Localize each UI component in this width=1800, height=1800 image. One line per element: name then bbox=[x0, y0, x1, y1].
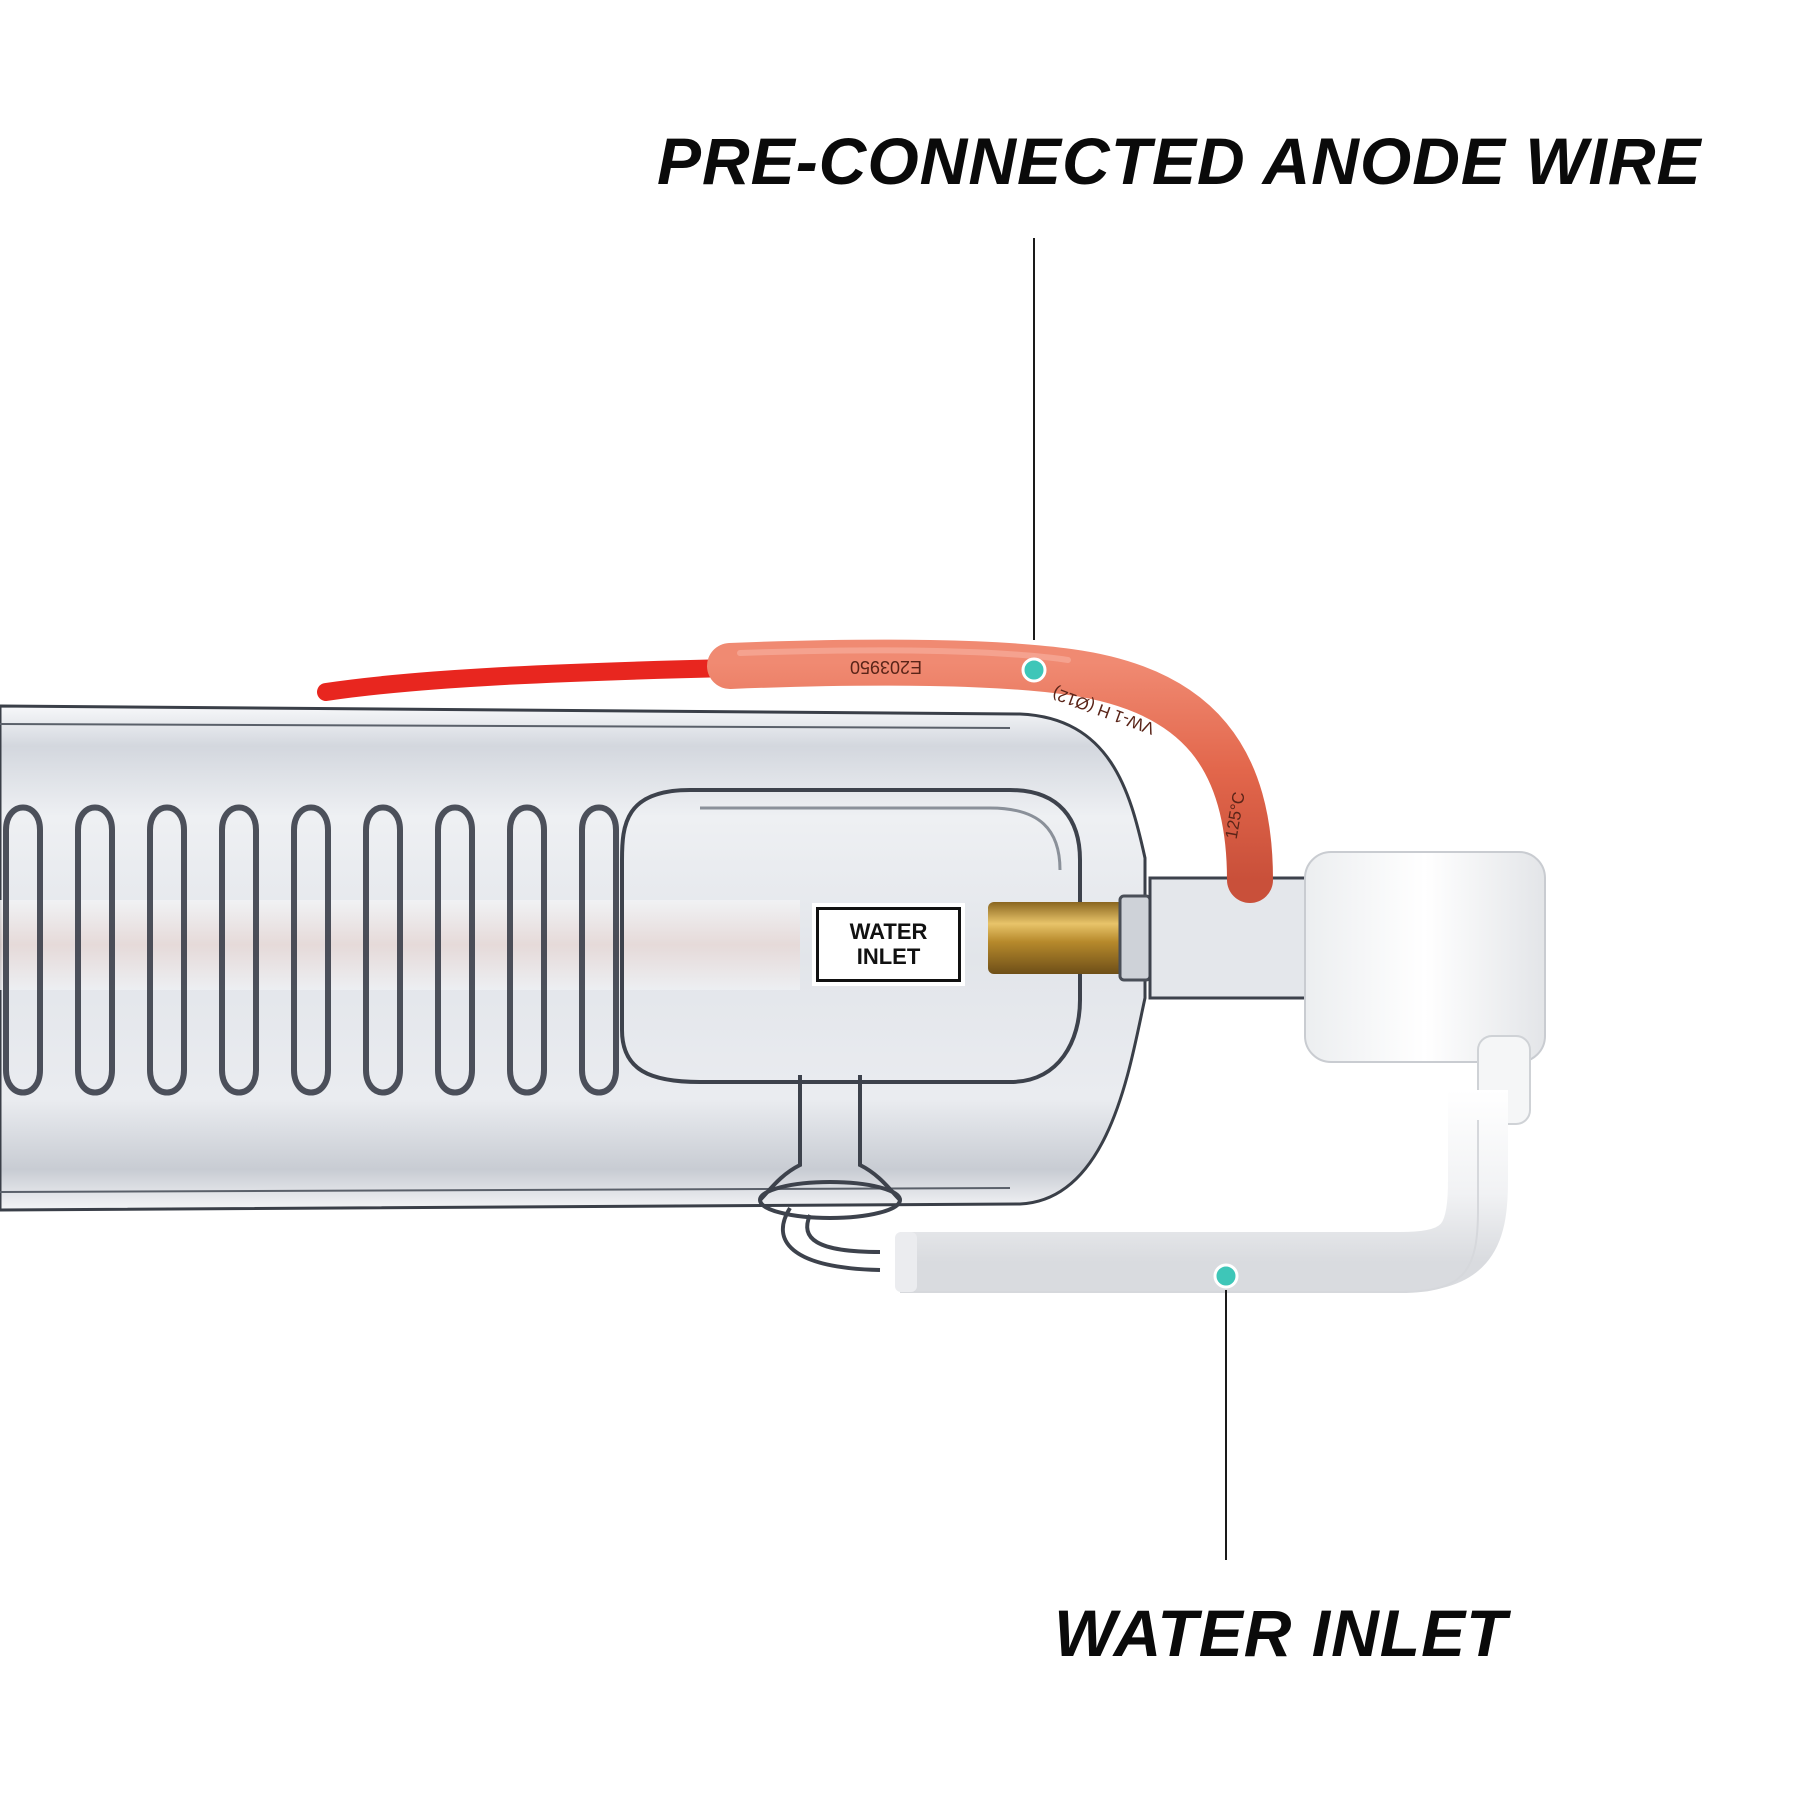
coil-loop bbox=[507, 804, 547, 1096]
cable-print-1: E203950 bbox=[850, 657, 922, 677]
coil-loop bbox=[363, 804, 403, 1096]
cooling-coil bbox=[2, 804, 619, 1096]
brass-electrode bbox=[988, 902, 1128, 974]
end-cap bbox=[1304, 851, 1546, 1063]
sticker-frame: WATER INLET bbox=[816, 907, 961, 982]
coil-loop bbox=[2, 804, 43, 1096]
coil-loop bbox=[579, 804, 619, 1096]
coil-loop bbox=[75, 804, 115, 1096]
inner-chamber bbox=[620, 788, 1082, 1084]
coil-loop bbox=[219, 804, 259, 1096]
anode-wire-core bbox=[317, 659, 739, 701]
anode-sleeve bbox=[707, 639, 1273, 903]
coil-loop bbox=[147, 804, 187, 1096]
water-inlet-sticker: WATER INLET bbox=[812, 903, 965, 986]
coil-loop bbox=[291, 804, 331, 1096]
tube-neck bbox=[1148, 876, 1312, 1000]
water-inlet-label: WATER INLET bbox=[1054, 1596, 1508, 1670]
anode-wire-label: PRE-CONNECTED ANODE WIRE bbox=[657, 124, 1702, 198]
coil-loop bbox=[435, 804, 475, 1096]
water-inlet-stem bbox=[758, 1075, 902, 1272]
water-marker-dot bbox=[1213, 1263, 1239, 1289]
anode-marker-dot bbox=[1021, 657, 1047, 683]
sticker-line-1: WATER bbox=[849, 919, 928, 945]
sticker-line-2: INLET bbox=[856, 943, 921, 969]
